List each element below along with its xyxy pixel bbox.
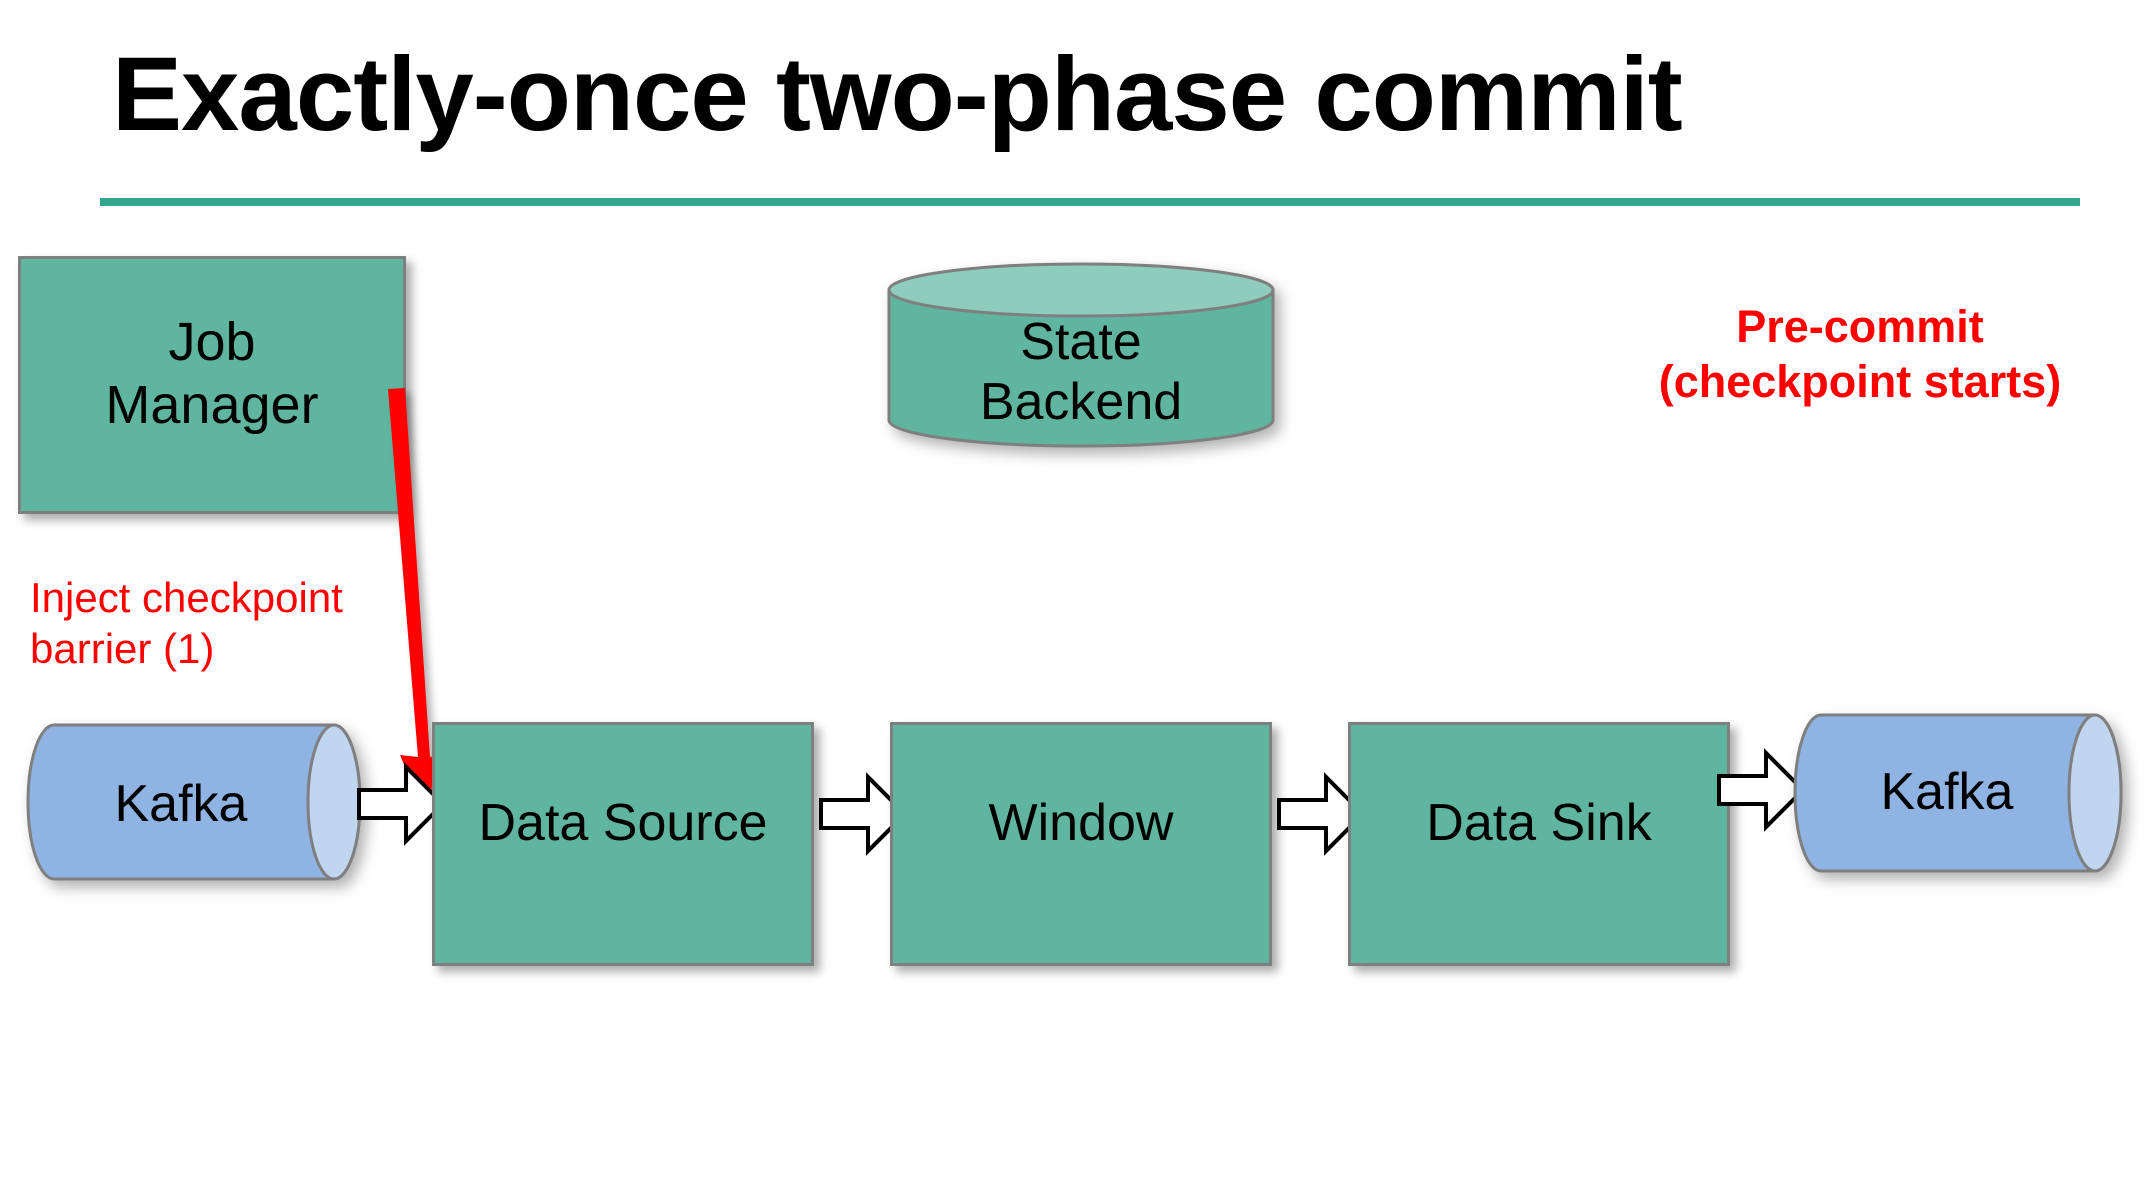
- block-arrow-right-icon: [1277, 772, 1366, 856]
- node-window-label: Window: [988, 794, 1174, 852]
- node-job-manager-line2: Manager: [105, 374, 319, 435]
- annotation-precommit: Pre-commit (checkpoint starts): [1600, 300, 2120, 410]
- node-kafka-sink[interactable]: Kafka: [1790, 712, 2128, 874]
- flow-arrow-kafka-to-data-source: [356, 762, 446, 846]
- annotation-inject-line2: barrier (1): [30, 625, 215, 673]
- cylinder-horizontal-shape-icon: [26, 723, 362, 881]
- block-arrow-right-icon: [1717, 748, 1806, 832]
- arrow-down-red-icon: [388, 388, 450, 807]
- node-kafka-source[interactable]: Kafka: [20, 722, 368, 882]
- block-arrow-right-icon: [819, 772, 908, 856]
- title-divider: [100, 198, 2080, 206]
- node-data-sink[interactable]: Data Sink: [1348, 722, 1730, 966]
- cylinder-shape-icon: [887, 262, 1275, 448]
- annotation-precommit-line2: (checkpoint starts): [1658, 355, 2062, 407]
- node-job-manager-line1: Job: [168, 312, 256, 372]
- node-job-manager-label: Job Manager: [21, 311, 403, 436]
- annotation-inject-barrier: Inject checkpoint barrier (1): [30, 572, 430, 674]
- red-checkpoint-arrow: [360, 375, 480, 825]
- block-arrow-right-icon: [357, 762, 446, 846]
- flow-arrow-data-source-to-window: [818, 772, 908, 856]
- node-job-manager[interactable]: Job Manager: [18, 256, 406, 514]
- node-data-source[interactable]: Data Source: [432, 722, 814, 966]
- cylinder-horizontal-shape-icon: [1793, 713, 2123, 873]
- node-window[interactable]: Window: [890, 722, 1272, 966]
- flow-arrow-window-to-data-sink: [1276, 772, 1366, 856]
- page-title: Exactly-once two-phase commit: [112, 36, 1683, 153]
- node-data-source-label: Data Source: [478, 794, 768, 852]
- annotation-precommit-line1: Pre-commit: [1736, 301, 1984, 352]
- node-data-sink-label: Data Sink: [1426, 794, 1652, 852]
- flow-arrow-data-sink-to-kafka: [1716, 748, 1806, 832]
- node-state-backend[interactable]: State Backend: [886, 262, 1276, 448]
- annotation-inject-line1: Inject checkpoint: [30, 574, 343, 621]
